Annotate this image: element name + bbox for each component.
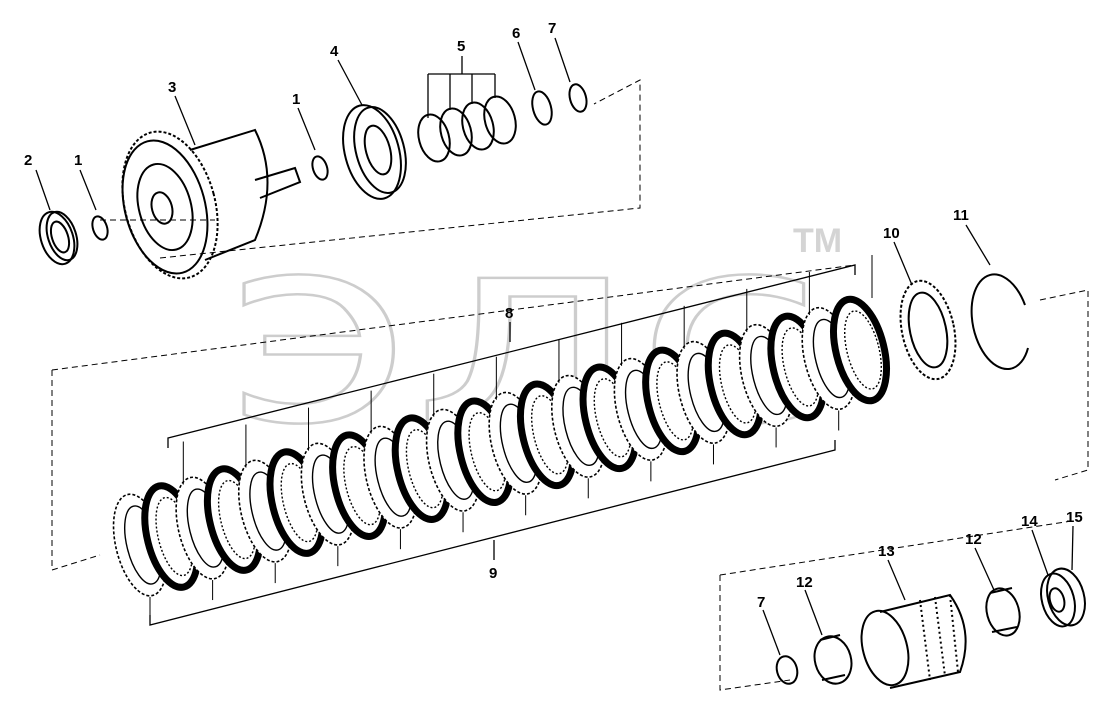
bracket-8: [167, 264, 856, 448]
callout-14: 14: [1021, 513, 1038, 530]
callout-3: 3: [168, 79, 176, 96]
roller-bearing-icon: [813, 634, 853, 685]
callout-7: 7: [548, 20, 556, 37]
friction-plate: [830, 295, 890, 405]
bearing-icon: [38, 210, 79, 266]
leader-lines: [35, 37, 1074, 656]
bearing-icon: [1040, 567, 1086, 628]
snap-ring-icon: [568, 83, 588, 113]
clutch-plate-icon: [899, 279, 957, 381]
clutch-plate-stack: [112, 255, 890, 617]
callout-15: 15: [1066, 509, 1083, 526]
callout-12: 12: [796, 574, 813, 591]
callout-10: 10: [883, 225, 900, 242]
callout-4: 4: [330, 43, 339, 60]
callout-12: 12: [965, 531, 982, 548]
callout-11: 11: [953, 207, 969, 224]
snap-ring-icon: [970, 273, 1029, 371]
lower-guide-line: [719, 519, 1079, 691]
callout-7: 7: [757, 594, 765, 611]
callout-9: 9: [489, 565, 497, 582]
callout-1: 1: [74, 152, 82, 169]
callout-2: 2: [24, 152, 32, 169]
gear-icon: [860, 593, 967, 689]
snap-ring-icon: [531, 90, 553, 126]
right-guide-line: [1039, 289, 1089, 481]
retaining-ring-icon: [91, 215, 109, 241]
callout-labels: 2 1 3 1 4 5 6 7 8 9 10 11 7 12 13 12 14 …: [24, 20, 1083, 611]
seal-icon: [342, 104, 407, 200]
callout-6: 6: [512, 25, 520, 42]
callout-5: 5: [457, 38, 465, 55]
bracket-9: [149, 440, 836, 626]
retaining-ring-icon: [311, 155, 329, 181]
assembly-guide-lines: [51, 79, 1089, 691]
upper-guide-line: [100, 79, 641, 259]
roller-bearing-icon: [985, 587, 1021, 637]
callout-8: 8: [505, 305, 513, 322]
spring-icon: [417, 95, 517, 163]
callout-1: 1: [292, 91, 300, 108]
gear-hub-icon: [121, 128, 302, 280]
plate-bore: [844, 310, 882, 390]
middle-guide-line: [51, 264, 856, 571]
snap-ring-icon: [775, 655, 799, 685]
watermark-tm: TM: [793, 222, 842, 260]
callout-13: 13: [878, 543, 895, 560]
